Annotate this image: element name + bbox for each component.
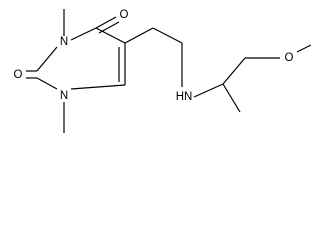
atom-n3: N: [60, 36, 68, 48]
atom-o-c4: O: [120, 9, 129, 21]
bonds: [26, 9, 311, 133]
bond-n1-c2: [36, 77, 58, 90]
atom-labels: O O N N HN O: [14, 9, 294, 103]
bond-nh-ch: [193, 83, 224, 98]
atom-n1: N: [60, 90, 68, 102]
molecule-structure: O O N N HN O: [14, 9, 311, 133]
bond-n3-c4: [70, 27, 97, 41]
atom-o-c2: O: [14, 69, 23, 81]
bond-c4-o-a: [95, 16, 117, 29]
atom-nh: HN: [176, 91, 193, 103]
bond-ch2-chain: [152, 27, 183, 44]
atom-o-ether: O: [285, 52, 294, 64]
bond-oether-methyl: [296, 44, 311, 53]
bond-c6-n1: [70, 84, 126, 90]
bond-c2-n3: [36, 46, 58, 72]
bond-ch-methyl: [222, 83, 241, 113]
bond-c4-c5: [95, 27, 126, 44]
bond-c5-ch2: [124, 27, 154, 44]
bond-ch-ch2: [222, 57, 246, 85]
